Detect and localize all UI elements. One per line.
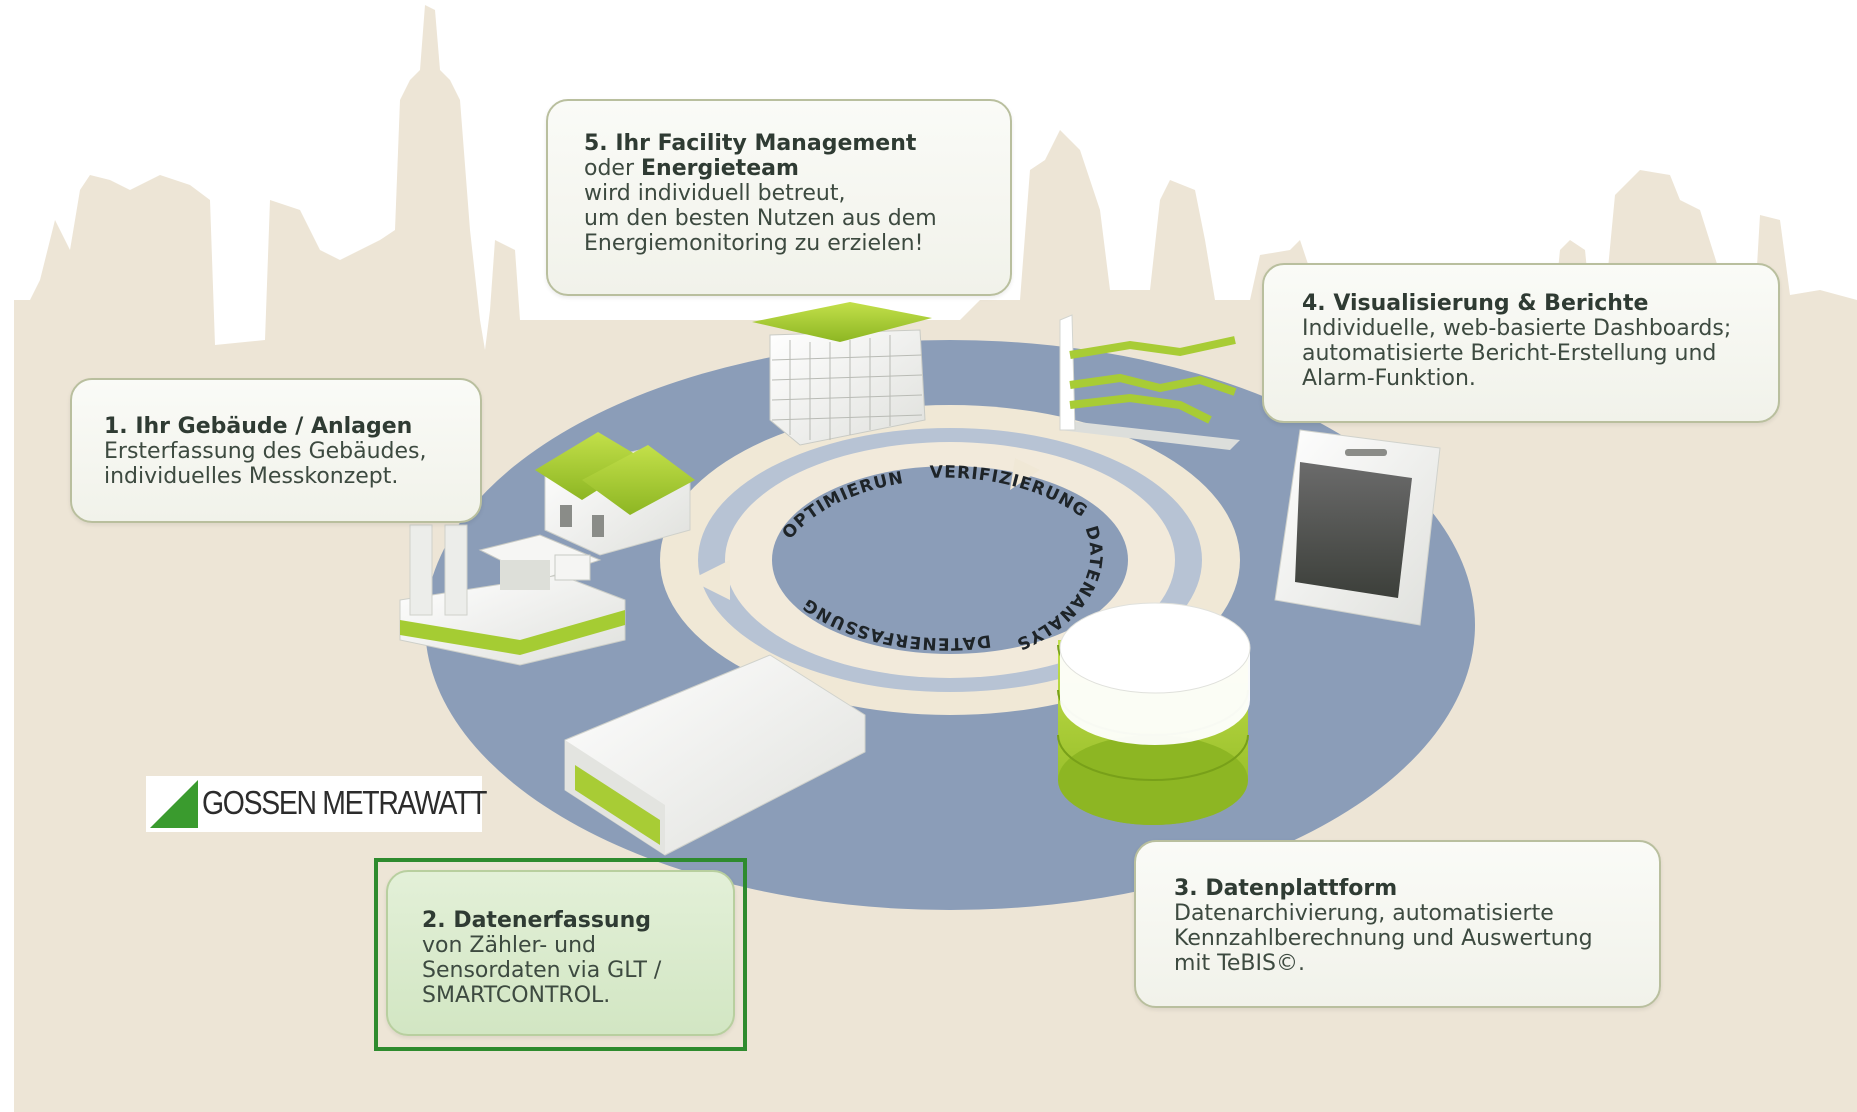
- step-4-line: Alarm-Funktion.: [1302, 366, 1476, 391]
- step-1-title: 1. Ihr Gebäude / Anlagen: [104, 414, 413, 439]
- step-4-title: 4. Visualisierung & Berichte: [1302, 291, 1649, 316]
- step-5-line: um den besten Nutzen aus dem: [584, 206, 937, 231]
- step-5-title: 5. Ihr Facility Management: [584, 131, 917, 156]
- active-step-highlight: [374, 858, 747, 1051]
- tablet-illustration: [1274, 429, 1441, 626]
- step-1-line: Ersterfassung des Gebäudes,: [104, 439, 427, 464]
- office-building-illustration: [752, 302, 932, 446]
- step-5-line: wird individuell betreut,: [584, 181, 846, 206]
- step-4-line: Individuelle, web-basierte Dashboards;: [1302, 316, 1732, 341]
- step-1-card: 1. Ihr Gebäude / Anlagen Ersterfassung d…: [70, 378, 482, 523]
- step-5-line-2-prefix: oder: [584, 156, 641, 181]
- step-3-card: 3. Datenplattform Datenarchivierung, aut…: [1134, 840, 1661, 1008]
- step-3-line: Kennzahlberechnung und Auswertung: [1174, 926, 1593, 951]
- step-2-line: Sensordaten via GLT /: [422, 958, 662, 983]
- step-1-line: individuelles Messkonzept.: [104, 464, 399, 489]
- step-2-card: 2. Datenerfassung von Zähler- und Sensor…: [386, 870, 735, 1036]
- step-2-title: 2. Datenerfassung: [422, 908, 651, 933]
- step-3-line: mit TeBIS©.: [1174, 951, 1305, 976]
- step-3-line: Datenarchivierung, automatisierte: [1174, 901, 1554, 926]
- data-logger-illustration: [564, 654, 866, 856]
- step-4-line: automatisierte Bericht-Erstellung und: [1302, 341, 1717, 366]
- step-5-line-2: oder Energieteam: [584, 156, 974, 181]
- step-2-line: von Zähler- und: [422, 933, 596, 958]
- step-5-line: Energiemonitoring zu erzielen!: [584, 231, 924, 256]
- logo-text: GOSSEN METRAWATT: [202, 784, 487, 821]
- gossen-metrawatt-logo: GOSSEN METRAWATT: [146, 776, 487, 832]
- database-illustration: [1057, 602, 1251, 825]
- logo-triangle-icon: [150, 780, 198, 828]
- step-5-card: 5. Ihr Facility Management oder Energiet…: [546, 99, 1012, 296]
- chart-illustration: [1059, 314, 1240, 450]
- step-5-line-2-bold: Energieteam: [641, 156, 799, 181]
- step-2-line: SMARTCONTROL.: [422, 983, 611, 1008]
- step-3-title: 3. Datenplattform: [1174, 876, 1398, 901]
- buildings-illustration: [399, 432, 695, 666]
- step-4-card: 4. Visualisierung & Berichte Individuell…: [1262, 263, 1780, 423]
